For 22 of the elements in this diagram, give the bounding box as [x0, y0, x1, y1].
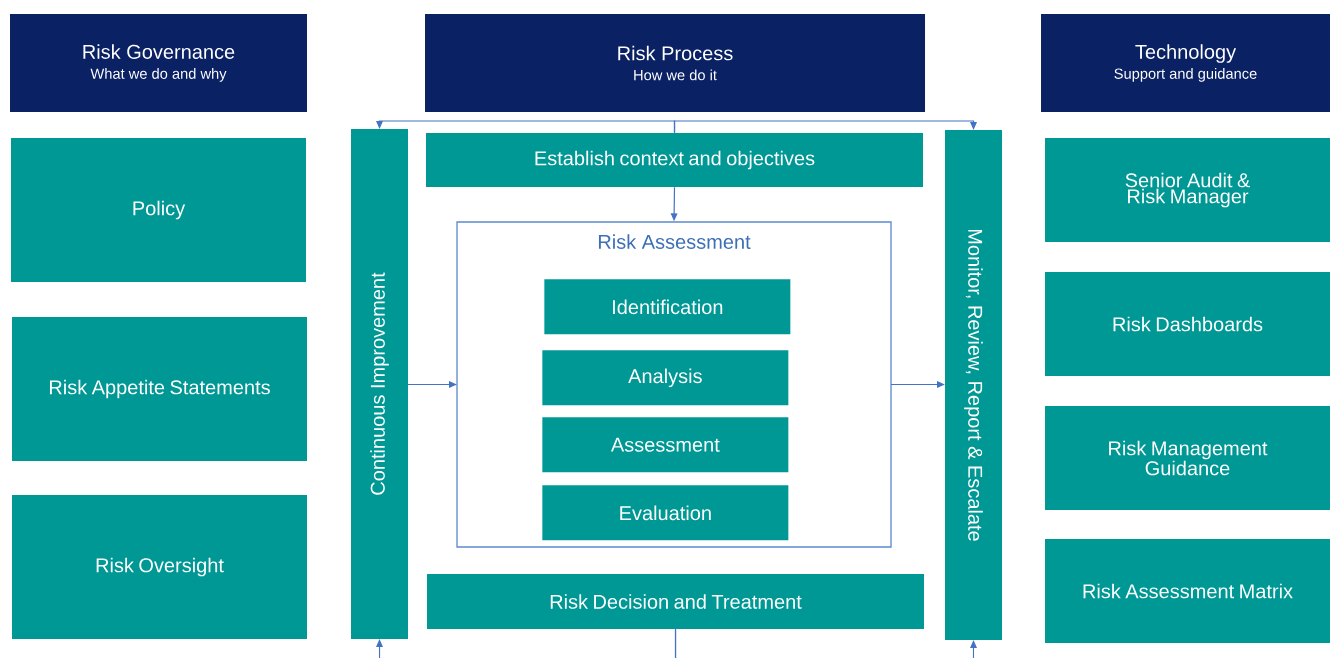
header-box: Risk Process How we do it — [425, 14, 925, 112]
process-box: Assessment — [542, 417, 789, 473]
header-box: Technology Support and guidance — [1041, 14, 1330, 112]
vertical-bar: Continuous Improvement — [351, 129, 408, 639]
process-box: Risk Management Guidance — [1045, 406, 1330, 510]
process-box: Risk Oversight — [12, 495, 307, 639]
arrow — [890, 381, 945, 388]
process-box: Analysis — [542, 350, 789, 406]
arrow — [407, 381, 457, 388]
process-box: Evaluation — [542, 485, 789, 541]
process-box: Risk Assessment Matrix — [1045, 539, 1330, 643]
process-box: Risk Appetite Statements — [12, 317, 307, 461]
process-box: Risk Dashboards — [1045, 272, 1330, 376]
arrow — [673, 120, 977, 134]
process-box: Establish context and objectives — [426, 133, 923, 187]
header-box: Risk Governance What we do and why — [10, 14, 307, 112]
vertical-bar: Monitor, Review, Report & Escalate — [945, 130, 1002, 640]
process-box: Policy — [11, 138, 306, 282]
process-box: Identification — [544, 279, 791, 335]
process-box: Senior Audit & Risk Manager — [1045, 138, 1330, 242]
process-box: Risk Decision and Treatment — [427, 574, 924, 629]
arrow — [674, 628, 977, 658]
